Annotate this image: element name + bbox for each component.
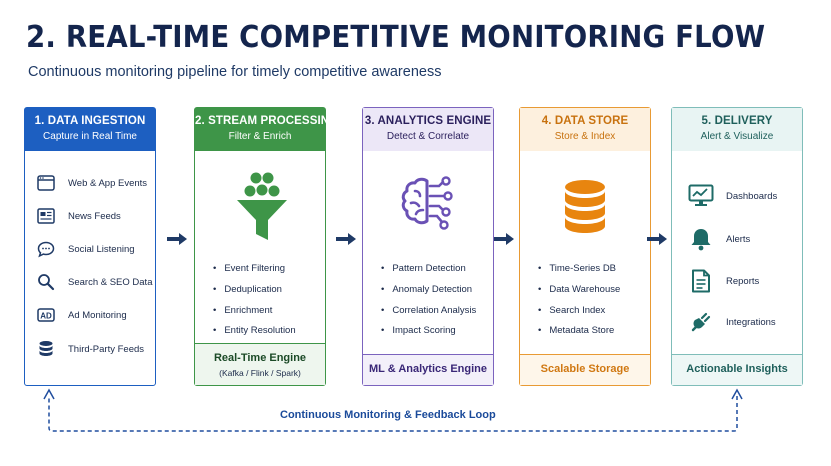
stage-footer: ML & Analytics Engine bbox=[363, 354, 493, 385]
footer-title: Actionable Insights bbox=[686, 363, 788, 375]
process-step: Enrichment bbox=[213, 305, 272, 316]
funnel-icon bbox=[235, 170, 289, 249]
svg-text:AD: AD bbox=[40, 311, 52, 320]
stage-heading: 1. DATA INGESTION bbox=[34, 115, 146, 127]
brain-circuit-icon bbox=[397, 176, 461, 239]
bell-icon bbox=[688, 226, 714, 252]
database-stack-icon bbox=[561, 179, 609, 240]
plug-icon bbox=[688, 309, 714, 335]
stage-header: 2. STREAM PROCESSING Filter & Enrich bbox=[195, 108, 339, 151]
analytics-step: Anomaly Detection bbox=[381, 284, 472, 295]
storage-item: Time-Series DB bbox=[538, 263, 616, 274]
process-step: Entity Resolution bbox=[213, 325, 295, 336]
source-label: News Feeds bbox=[68, 210, 121, 222]
flow-arrow-icon bbox=[647, 233, 667, 245]
source-label: Search & SEO Data bbox=[68, 276, 153, 288]
stage-footer: Actionable Insights bbox=[672, 354, 802, 385]
footer-subtitle: (Kafka / Flink / Spark) bbox=[219, 368, 301, 378]
footer-title: Real-Time Engine bbox=[213, 352, 307, 364]
flow-arrow-icon bbox=[167, 233, 187, 245]
stage-heading: 3. ANALYTICS ENGINE bbox=[364, 115, 492, 127]
source-label: Social Listening bbox=[68, 243, 135, 255]
stage-stream-processing: 2. STREAM PROCESSING Filter & Enrich Eve… bbox=[194, 107, 339, 386]
stage-subheading: Store & Index bbox=[554, 131, 616, 142]
stage-subheading: Detect & Correlate bbox=[386, 131, 470, 142]
delivery-item: Integrations bbox=[688, 309, 776, 335]
stage-header: 1. DATA INGESTION Capture in Real Time bbox=[25, 108, 155, 151]
document-icon bbox=[688, 268, 714, 294]
source-item: News Feeds bbox=[37, 206, 121, 226]
flow-arrow-icon bbox=[336, 233, 356, 245]
stage-header: 3. ANALYTICS ENGINE Detect & Correlate bbox=[363, 108, 493, 151]
newspaper-icon bbox=[37, 207, 55, 225]
delivery-label: Reports bbox=[726, 275, 760, 287]
source-label: Ad Monitoring bbox=[68, 309, 127, 321]
stage-delivery: 5. DELIVERY Alert & Visualize Dashboards… bbox=[671, 107, 803, 386]
delivery-item: Alerts bbox=[688, 226, 750, 252]
process-step: Deduplication bbox=[213, 284, 282, 295]
stage-footer: Scalable Storage bbox=[520, 354, 650, 385]
ad-badge-icon: AD bbox=[37, 306, 55, 324]
storage-item: Data Warehouse bbox=[538, 284, 620, 295]
page-title: 2. REAL-TIME COMPETITIVE MONITORING FLOW bbox=[26, 20, 766, 55]
process-step: Event Filtering bbox=[213, 263, 285, 274]
source-item: Third-Party Feeds bbox=[37, 339, 144, 359]
feedback-loop-label: Continuous Monitoring & Feedback Loop bbox=[280, 409, 496, 421]
stage-footer: Real-Time Engine (Kafka / Flink / Spark) bbox=[195, 343, 325, 385]
stage-subheading: Filter & Enrich bbox=[228, 131, 292, 142]
stage-heading: 5. DELIVERY bbox=[701, 115, 773, 127]
stage-heading: 4. DATA STORE bbox=[541, 115, 629, 127]
delivery-label: Dashboards bbox=[726, 190, 778, 202]
source-item: Social Listening bbox=[37, 239, 135, 259]
stage-header: 4. DATA STORE Store & Index bbox=[520, 108, 650, 151]
delivery-label: Alerts bbox=[726, 233, 751, 245]
monitor-icon bbox=[688, 183, 714, 209]
database-icon bbox=[37, 340, 55, 358]
footer-title: Scalable Storage bbox=[540, 363, 630, 375]
magnifier-icon bbox=[37, 273, 55, 291]
delivery-item: Reports bbox=[688, 268, 759, 294]
speech-bubble-icon bbox=[37, 240, 55, 258]
stage-data-ingestion: 1. DATA INGESTION Capture in Real Time W… bbox=[24, 107, 156, 386]
delivery-item: Dashboards bbox=[688, 183, 777, 209]
source-item: Search & SEO Data bbox=[37, 272, 152, 292]
analytics-step: Pattern Detection bbox=[381, 263, 465, 274]
source-item: AD Ad Monitoring bbox=[37, 305, 127, 325]
delivery-label: Integrations bbox=[726, 316, 776, 328]
page-subtitle: Continuous monitoring pipeline for timel… bbox=[28, 64, 442, 80]
analytics-step: Correlation Analysis bbox=[381, 305, 476, 316]
browser-window-icon bbox=[37, 174, 55, 192]
stage-subheading: Capture in Real Time bbox=[43, 131, 137, 142]
stage-header: 5. DELIVERY Alert & Visualize bbox=[672, 108, 802, 151]
stage-subheading: Alert & Visualize bbox=[700, 131, 774, 142]
stage-heading: 2. STREAM PROCESSING bbox=[195, 115, 339, 127]
source-label: Web & App Events bbox=[68, 177, 148, 189]
storage-item: Metadata Store bbox=[538, 325, 614, 336]
source-label: Third-Party Feeds bbox=[68, 343, 145, 355]
footer-title: ML & Analytics Engine bbox=[369, 363, 487, 375]
analytics-step: Impact Scoring bbox=[381, 325, 455, 336]
flow-arrow-icon bbox=[494, 233, 514, 245]
stage-analytics-engine: 3. ANALYTICS ENGINE Detect & Correlate P… bbox=[362, 107, 494, 386]
source-item: Web & App Events bbox=[37, 173, 147, 193]
stage-data-store: 4. DATA STORE Store & Index Time-Series … bbox=[519, 107, 651, 386]
storage-item: Search Index bbox=[538, 305, 605, 316]
